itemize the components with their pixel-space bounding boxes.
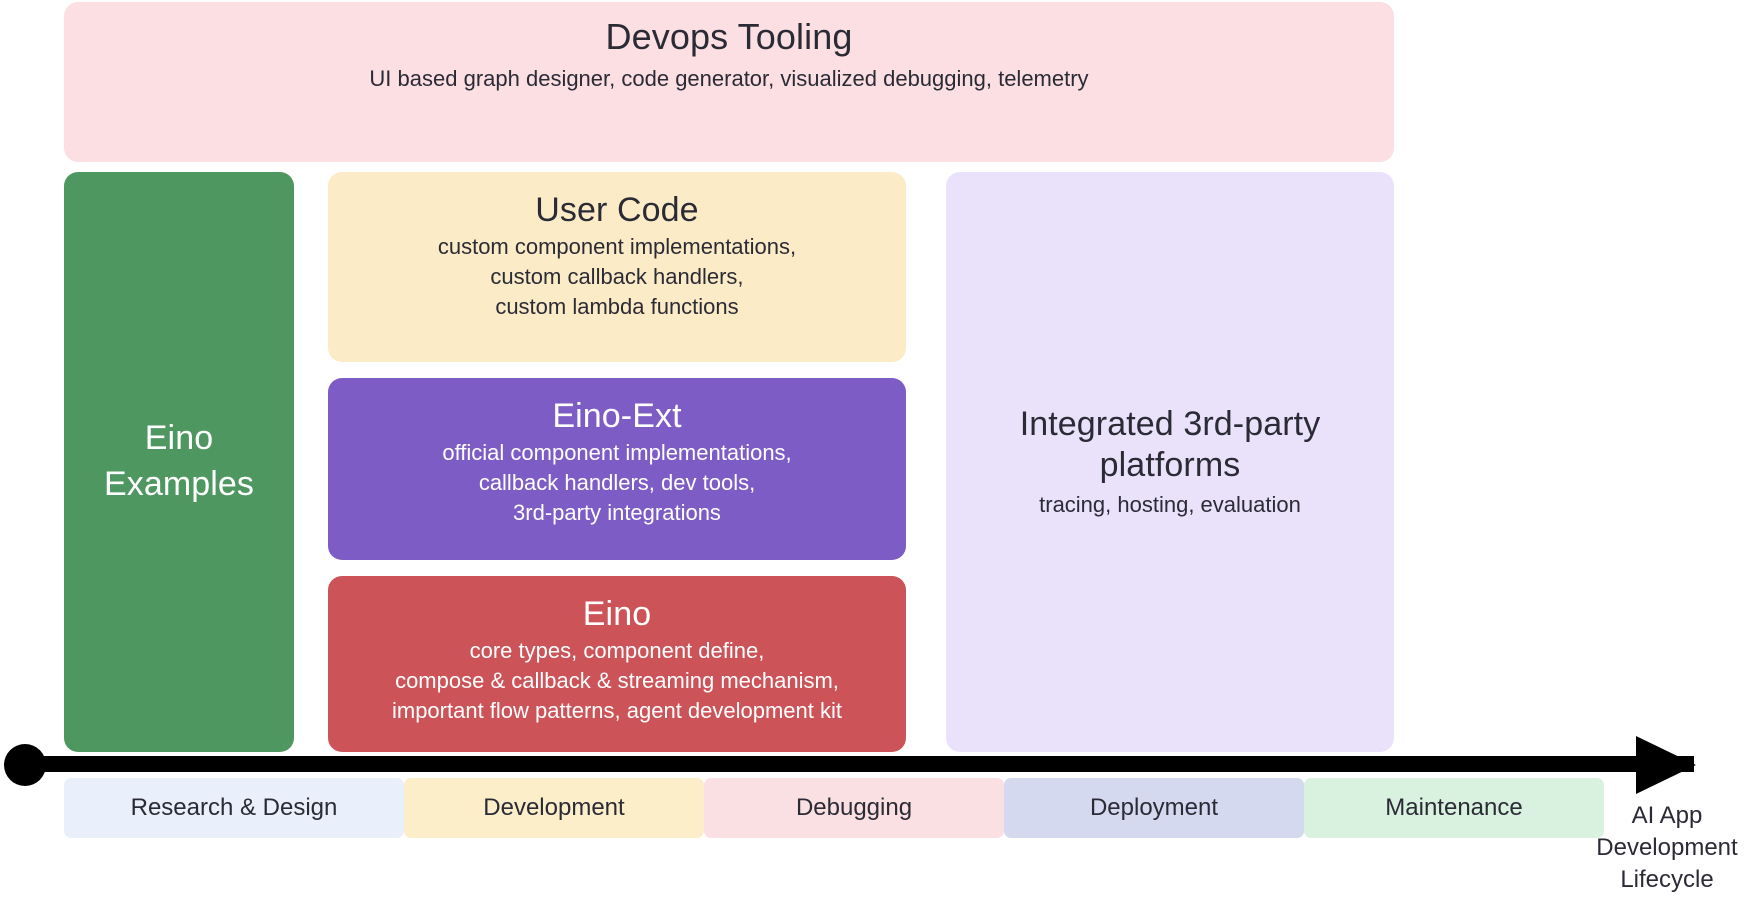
lifecycle-stage-chip[interactable]: Research & Design <box>64 778 404 838</box>
eino-examples-box: Eino Examples <box>64 172 294 752</box>
eino-box: Eino core types, component define, compo… <box>328 576 906 752</box>
lifecycle-stage-label: Deployment <box>1089 794 1219 821</box>
lifecycle-stage-label: Development <box>483 794 625 821</box>
eino-ext-title: Eino-Ext <box>552 397 682 435</box>
eino-ext-subtitle: official component implementations, call… <box>442 440 792 525</box>
lifecycle-stage-label: Maintenance <box>1385 794 1523 821</box>
lifecycle-stage-chip[interactable]: Debugging <box>704 778 1004 838</box>
user-code-subtitle: custom component implementations, custom… <box>437 234 797 319</box>
lifecycle-stage-label: Debugging <box>795 794 913 821</box>
user-code-box: User Code custom component implementatio… <box>328 172 906 362</box>
lifecycle-stage-chip[interactable]: Deployment <box>1004 778 1304 838</box>
timeline-axis-label: AI App Development Lifecycle <box>1596 802 1738 894</box>
eino-title: Eino <box>582 595 652 633</box>
lifecycle-stage-chip[interactable]: Maintenance <box>1304 778 1604 838</box>
devops-tooling-subtitle: UI based graph designer, code generator,… <box>369 66 1089 92</box>
devops-tooling-title: Devops Tooling <box>605 16 853 57</box>
eino-ext-box: Eino-Ext official component implementati… <box>328 378 906 560</box>
devops-tooling-box: Devops Tooling UI based graph designer, … <box>64 2 1394 162</box>
eino-examples-title: Eino Examples <box>103 419 255 503</box>
third-party-platforms-title: Integrated 3rd-party platforms <box>1019 405 1321 485</box>
third-party-platforms-box: Integrated 3rd-party platforms tracing, … <box>946 172 1394 752</box>
user-code-title: User Code <box>535 191 699 229</box>
lifecycle-stage-chip[interactable]: Development <box>404 778 704 838</box>
eino-subtitle: core types, component define, compose & … <box>391 638 843 723</box>
lifecycle-stage-label: Research & Design <box>130 794 338 821</box>
lifecycle-stage-list: Research & Design Development Debugging Dep… <box>64 778 1604 838</box>
timeline-axis-line <box>22 756 1694 772</box>
timeline-arrowhead-icon <box>1636 736 1696 794</box>
third-party-platforms-subtitle: tracing, hosting, evaluation <box>1039 491 1301 517</box>
